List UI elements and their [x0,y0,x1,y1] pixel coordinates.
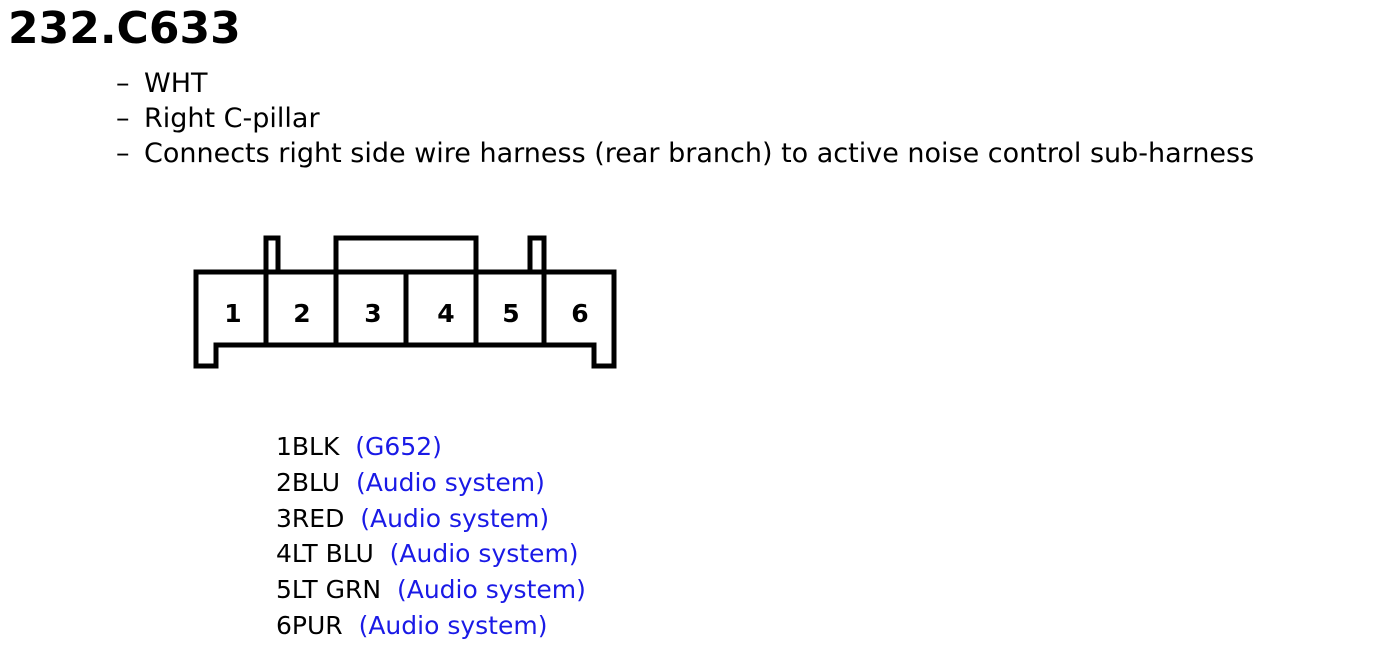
pinout-row: 1BLK (G652) [276,429,586,465]
pinout-row: 3RED (Audio system) [276,501,586,537]
wire-color: LT GRN [291,575,382,605]
circuit-reference: (Audio system) [358,610,548,640]
pinout-row: 5LT GRN (Audio system) [276,572,586,608]
pin-number: 5 [276,575,292,605]
wire-color: PUR [291,610,343,640]
pin-number: 1 [276,432,292,461]
connector-title: 232.C633 [8,3,241,54]
description-text: WHT [144,68,208,99]
lock-tab [263,235,281,272]
wire-color: LT BLU [291,539,374,569]
circuit-reference: (Audio system) [396,575,586,605]
connector-outline [193,269,617,369]
cavity-label: 5 [502,299,519,328]
description-text: Connects right side wire harness (rear b… [144,138,1255,169]
description-text: Right C-pillar [144,103,320,134]
description-item: –Right C-pillar [116,101,1254,136]
circuit-reference: (Audio system) [360,503,550,533]
connector-description-list: –WHT –Right C-pillar –Connects right sid… [116,66,1254,171]
cavity-label: 4 [437,299,454,328]
description-item: –Connects right side wire harness (rear … [116,136,1254,171]
dash-glyph: – [116,138,130,169]
pin-number: 6 [276,610,292,640]
pin-number: 2 [276,467,292,497]
cavity-label: 1 [224,299,241,328]
dash-glyph: – [116,103,130,134]
wire-color: RED [291,503,345,533]
description-item: –WHT [116,66,1254,101]
circuit-reference: (G652) [355,432,442,461]
pin-number: 4 [276,539,292,569]
circuit-reference: (Audio system) [389,539,579,569]
pinout-row: 2BLU (Audio system) [276,465,586,501]
pinout-row: 6PUR (Audio system) [276,608,586,644]
pinout-row: 4LT BLU (Audio system) [276,536,586,572]
pinout-list: 1BLK (G652) 2BLU (Audio system) 3RED (Au… [276,429,586,644]
lock-tab [333,235,479,272]
pin-number: 3 [276,503,292,533]
cavity-label: 2 [293,299,310,328]
wire-color: BLK [291,432,340,461]
wire-color: BLU [291,467,341,497]
circuit-reference: (Audio system) [355,467,545,497]
lock-tab [527,235,547,272]
cavity-label: 6 [571,299,588,328]
cavity-label: 3 [364,299,381,328]
dash-glyph: – [116,68,130,99]
